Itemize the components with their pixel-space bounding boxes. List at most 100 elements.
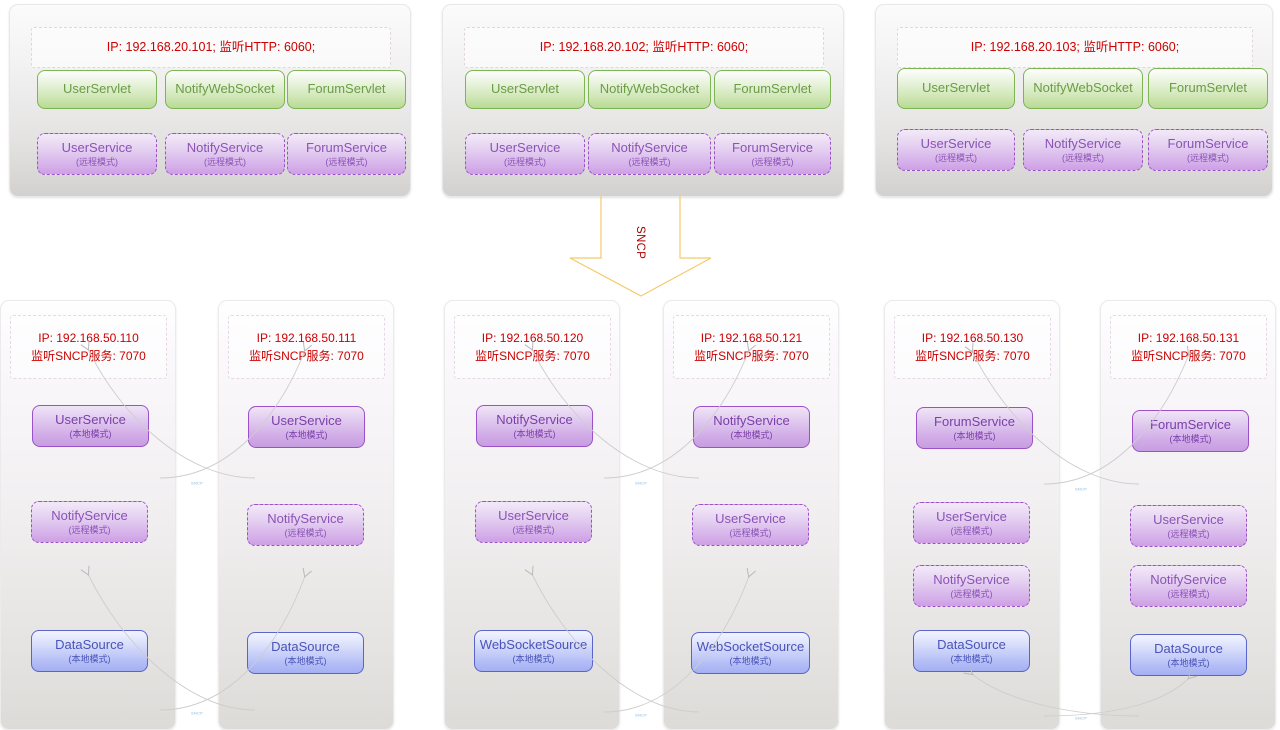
- servlet-label: NotifyWebSocket: [175, 81, 275, 97]
- service-mode: (远程模式): [751, 156, 794, 167]
- node-port-text: 监听SNCP服务: 7070: [915, 349, 1030, 363]
- node-box-label: DataSource: [1154, 640, 1223, 656]
- service-node-panel-130: IP: 192.168.50.130 监听SNCP服务: 7070 ForumS…: [884, 300, 1060, 730]
- node-box-remote-service-2[interactable]: NotifyService (远程模式): [1130, 565, 1247, 607]
- servlet-box-userservlet[interactable]: UserServlet: [37, 70, 157, 109]
- web-server-panel-3: IP: 192.168.20.103; 监听HTTP: 6060; UserSe…: [875, 4, 1273, 197]
- servlet-box-forumservlet[interactable]: ForumServlet: [1148, 68, 1268, 109]
- node-ip-text: IP: 192.168.50.111: [256, 331, 357, 345]
- node-ip-text: IP: 192.168.50.131: [1137, 331, 1240, 345]
- web-server-ip-text: IP: 192.168.20.101; 监听HTTP: 6060;: [106, 40, 316, 55]
- node-box-label: UserService: [715, 510, 786, 526]
- web-server-header-2: IP: 192.168.20.102; 监听HTTP: 6060;: [464, 27, 824, 68]
- node-box-mode: (本地模式): [729, 655, 772, 666]
- node-box-label: UserService: [271, 412, 342, 428]
- servlet-box-notifywebsocket[interactable]: NotifyWebSocket: [1023, 68, 1143, 109]
- node-box-websocketsource[interactable]: WebSocketSource (本地模式): [474, 630, 593, 672]
- web-server-ip-text: IP: 192.168.20.103; 监听HTTP: 6060;: [970, 40, 1180, 55]
- node-box-remote-service-1[interactable]: UserService (远程模式): [913, 502, 1030, 544]
- node-box-mode: (远程模式): [950, 525, 993, 536]
- service-box-notifyservice-remote[interactable]: NotifyService (远程模式): [165, 133, 285, 175]
- node-header-111: IP: 192.168.50.111 监听SNCP服务: 7070: [228, 315, 385, 379]
- node-box-mode: (本地模式): [513, 428, 556, 439]
- sncp-protocol-label: SNCP: [634, 226, 646, 260]
- node-box-local-service[interactable]: NotifyService (本地模式): [693, 406, 810, 448]
- servlet-label: UserServlet: [63, 81, 131, 97]
- node-box-mode: (本地模式): [1167, 657, 1210, 668]
- node-box-remote-service[interactable]: NotifyService (远程模式): [247, 504, 364, 546]
- service-box-forumservice-remote[interactable]: ForumService (远程模式): [287, 133, 406, 175]
- node-box-mode: (远程模式): [1167, 588, 1210, 599]
- web-server-panel-2: IP: 192.168.20.102; 监听HTTP: 6060; UserSe…: [442, 4, 844, 197]
- service-label: UserService: [489, 139, 561, 155]
- node-box-mode: (远程模式): [950, 588, 993, 599]
- service-label: UserService: [61, 139, 133, 155]
- node-box-label: UserService: [55, 411, 126, 427]
- node-header-120: IP: 192.168.50.120 监听SNCP服务: 7070: [454, 315, 611, 379]
- edge-label-sncp: SNCP: [1075, 715, 1087, 721]
- node-box-local-service[interactable]: ForumService (本地模式): [916, 407, 1033, 449]
- node-box-label: ForumService: [934, 413, 1015, 429]
- servlet-label: ForumServlet: [307, 81, 386, 97]
- servlet-label: UserServlet: [922, 80, 990, 96]
- node-box-local-service[interactable]: UserService (本地模式): [32, 405, 149, 447]
- service-box-userservice-remote[interactable]: UserService (远程模式): [37, 133, 157, 175]
- node-box-datasource[interactable]: DataSource (本地模式): [31, 630, 148, 672]
- service-node-panel-110: IP: 192.168.50.110 监听SNCP服务: 7070 UserSe…: [0, 300, 176, 730]
- servlet-box-forumservlet[interactable]: ForumServlet: [287, 70, 406, 109]
- node-box-remote-service[interactable]: UserService (远程模式): [692, 504, 809, 546]
- service-box-userservice-remote[interactable]: UserService (远程模式): [465, 133, 585, 175]
- service-label: ForumService: [1167, 135, 1249, 151]
- service-box-notifyservice-remote[interactable]: NotifyService (远程模式): [1023, 129, 1143, 171]
- node-box-remote-service-1[interactable]: UserService (远程模式): [1130, 505, 1247, 547]
- node-box-mode: (本地模式): [512, 653, 555, 664]
- service-label: ForumService: [732, 139, 813, 155]
- node-box-mode: (远程模式): [512, 524, 555, 535]
- servlet-box-forumservlet[interactable]: ForumServlet: [714, 70, 831, 109]
- service-box-notifyservice-remote[interactable]: NotifyService (远程模式): [588, 133, 711, 175]
- node-box-label: UserService: [1153, 511, 1224, 527]
- node-box-remote-service[interactable]: UserService (远程模式): [475, 501, 592, 543]
- node-box-mode: (本地模式): [950, 653, 993, 664]
- node-box-label: DataSource: [271, 638, 340, 654]
- node-box-label: ForumService: [1150, 416, 1231, 432]
- node-box-datasource[interactable]: DataSource (本地模式): [1130, 634, 1247, 676]
- node-header-130: IP: 192.168.50.130 监听SNCP服务: 7070: [894, 315, 1051, 379]
- web-server-header-1: IP: 192.168.20.101; 监听HTTP: 6060;: [31, 27, 391, 68]
- edge-label-sncp: SNCP: [191, 710, 203, 716]
- node-box-mode: (远程模式): [729, 527, 772, 538]
- node-box-remote-service-2[interactable]: NotifyService (远程模式): [913, 565, 1030, 607]
- node-box-mode: (远程模式): [1167, 528, 1210, 539]
- service-mode: (远程模式): [204, 156, 246, 167]
- service-label: NotifyService: [611, 139, 688, 155]
- service-label: NotifyService: [186, 139, 264, 155]
- node-box-label: WebSocketSource: [479, 636, 588, 652]
- service-box-forumservice-remote[interactable]: ForumService (远程模式): [1148, 129, 1268, 171]
- node-header-121: IP: 192.168.50.121 监听SNCP服务: 7070: [673, 315, 830, 379]
- edge-label-sncp: SNCP: [191, 480, 203, 486]
- servlet-box-userservlet[interactable]: UserServlet: [465, 70, 585, 109]
- node-box-datasource[interactable]: DataSource (本地模式): [247, 632, 364, 674]
- node-box-websocketsource[interactable]: WebSocketSource (本地模式): [691, 632, 810, 674]
- servlet-box-userservlet[interactable]: UserServlet: [897, 68, 1015, 109]
- node-box-mode: (本地模式): [285, 429, 328, 440]
- node-box-mode: (远程模式): [68, 524, 111, 535]
- node-box-datasource[interactable]: DataSource (本地模式): [913, 630, 1030, 672]
- node-box-local-service[interactable]: UserService (本地模式): [248, 406, 365, 448]
- node-box-local-service[interactable]: ForumService (本地模式): [1132, 410, 1249, 452]
- node-box-label: DataSource: [937, 636, 1006, 652]
- node-port-text: 监听SNCP服务: 7070: [1131, 349, 1246, 363]
- node-box-local-service[interactable]: NotifyService (本地模式): [476, 405, 593, 447]
- node-port-text: 监听SNCP服务: 7070: [249, 349, 364, 363]
- servlet-box-notifywebsocket[interactable]: NotifyWebSocket: [588, 70, 711, 109]
- service-box-userservice-remote[interactable]: UserService (远程模式): [897, 129, 1015, 171]
- edge-label-sncp: SNCP: [635, 480, 647, 486]
- node-box-remote-service[interactable]: NotifyService (远程模式): [31, 501, 148, 543]
- servlet-label: ForumServlet: [733, 81, 812, 97]
- service-mode: (远程模式): [1187, 152, 1229, 163]
- servlet-box-notifywebsocket[interactable]: NotifyWebSocket: [165, 70, 285, 109]
- node-box-mode: (本地模式): [69, 428, 112, 439]
- service-box-forumservice-remote[interactable]: ForumService (远程模式): [714, 133, 831, 175]
- servlet-label: NotifyWebSocket: [599, 81, 700, 97]
- servlet-label: UserServlet: [491, 81, 559, 97]
